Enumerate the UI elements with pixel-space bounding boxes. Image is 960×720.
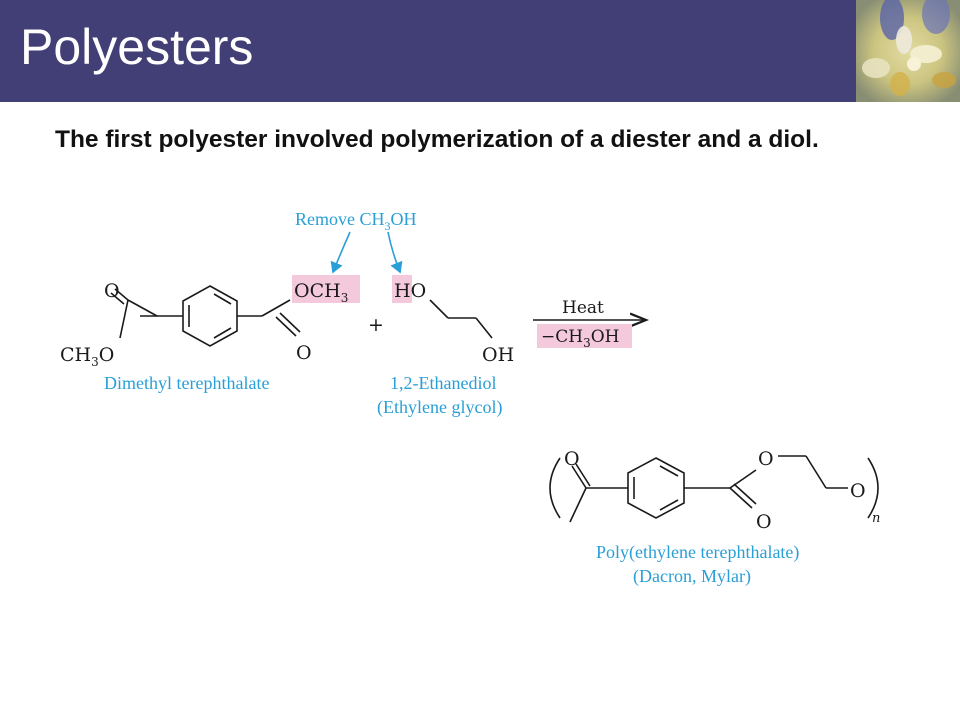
annotation-arrow-left: [330, 231, 351, 274]
ethylene-glycol-structure: [429, 299, 493, 339]
plus-sign: +: [368, 314, 384, 336]
r1-name-label: Dimethyl terephthalate: [104, 373, 269, 393]
condition-highlight: [537, 324, 632, 348]
dimethyl-terephthalate-structure: [110, 285, 301, 347]
r2-oh: OH: [482, 344, 514, 366]
r1-methoxy-left: CH3O: [60, 344, 114, 369]
slide-title: Polyesters: [20, 19, 254, 75]
hydroxyl-h-highlight: [392, 275, 412, 303]
title-bar: [0, 0, 960, 102]
r2-name-line2: (Ethylene glycol): [377, 397, 502, 418]
pet-o-bottom: O: [756, 511, 772, 533]
r1-carbonyl-o-top: O: [104, 280, 120, 302]
remove-methanol-label: Remove CH3OH: [295, 209, 417, 233]
condition-heat: Heat: [562, 298, 604, 318]
pet-repeat-subscript: n: [872, 511, 880, 526]
flower-photo-image: [856, 0, 960, 102]
pet-name-line1: Poly(ethylene terephthalate): [596, 542, 799, 563]
condition-remove-methanol: −CH3OH: [541, 327, 619, 350]
r2-name-line1: 1,2-Ethanediol: [390, 373, 496, 393]
slide-subtitle: The first polyester involved polymerizat…: [55, 126, 819, 153]
pet-structure: [549, 455, 879, 523]
leaving-group-highlight: [292, 275, 360, 303]
annotation-arrow-right: [387, 231, 403, 274]
pet-name-line2: (Dacron, Mylar): [633, 566, 751, 587]
pet-o-top-left: O: [564, 448, 580, 470]
pet-o-chain: O: [850, 480, 866, 502]
pet-o-top-right: O: [758, 448, 774, 470]
r2-ho: HO: [394, 280, 426, 302]
r1-leaving-group: OCH3: [294, 280, 348, 305]
r1-carbonyl-o-bottom: O: [296, 342, 312, 364]
